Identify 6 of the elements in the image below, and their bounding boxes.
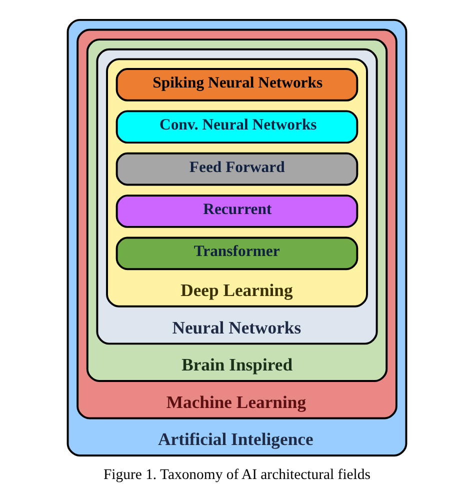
node-box: Spiking Neural Networks <box>116 68 358 102</box>
node-box: Transformer <box>116 236 358 270</box>
node-box: Conv. Neural Networks <box>116 110 358 144</box>
node-box: Recurrent <box>116 194 358 228</box>
caption: Figure 1. Taxonomy of AI architectural fields <box>104 467 370 484</box>
node-box: Feed Forward <box>116 152 358 186</box>
